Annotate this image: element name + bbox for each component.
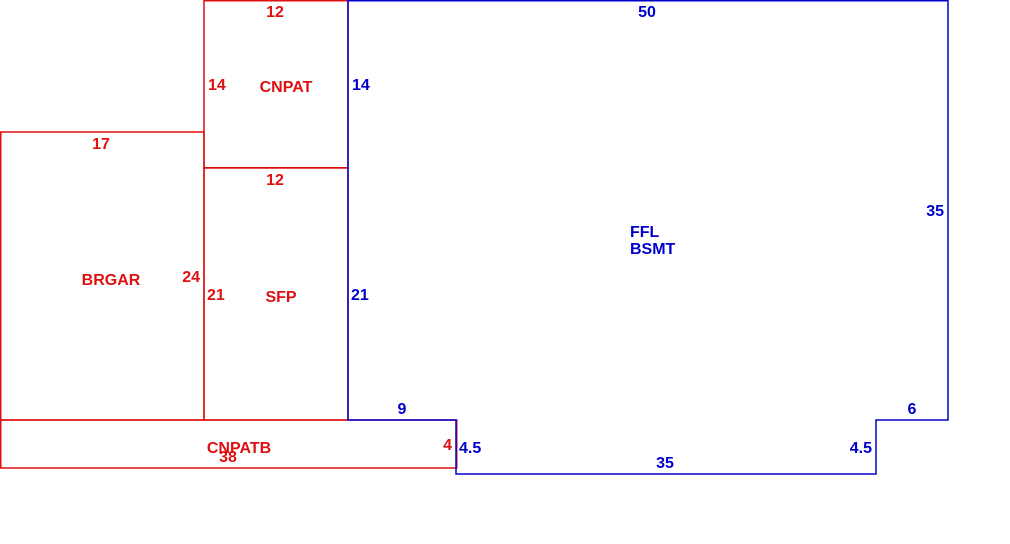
cnpat-area-label: CNPAT [260,79,313,96]
brgar-top-dimension: 17 [92,136,110,153]
ffl-bottom-dimension: 35 [656,455,674,472]
cnpatb-right-dimension: 4 [443,437,452,454]
ffl-left-notch-dimension: 4.5 [459,440,481,457]
ffl-right-dimension: 35 [926,203,944,220]
brgar-area-label: BRGAR [82,272,141,289]
ffl-bottom-left-step-dimension: 9 [398,401,407,418]
ffl-right-notch-dimension: 4.5 [850,440,872,457]
ffl-area-label-line2: BSMT [630,241,676,258]
ffl-bottom-right-step-dimension: 6 [908,401,917,418]
sfp-top-dimension: 12 [266,172,284,189]
ffl-lower-left-dimension: 21 [351,287,369,304]
sfp-area-label: SFP [265,289,296,306]
red-area-outlines [0,0,458,469]
cnpat-top-dimension: 12 [266,4,284,21]
ffl-upper-left-dimension: 14 [352,77,370,94]
cnpatb-bottom-dimension: 38 [219,449,237,466]
cnpatb-area-label: CNPATB [207,440,271,457]
cnpat-left-dimension: 14 [208,77,226,94]
sfp-left-dimension: 21 [207,287,225,304]
brgar-right-dimension: 24 [182,269,200,286]
ffl-area-label-line1: FFL [630,224,660,241]
ffl-top-dimension: 50 [638,4,656,21]
ffl-bsmt-outline [347,0,949,475]
